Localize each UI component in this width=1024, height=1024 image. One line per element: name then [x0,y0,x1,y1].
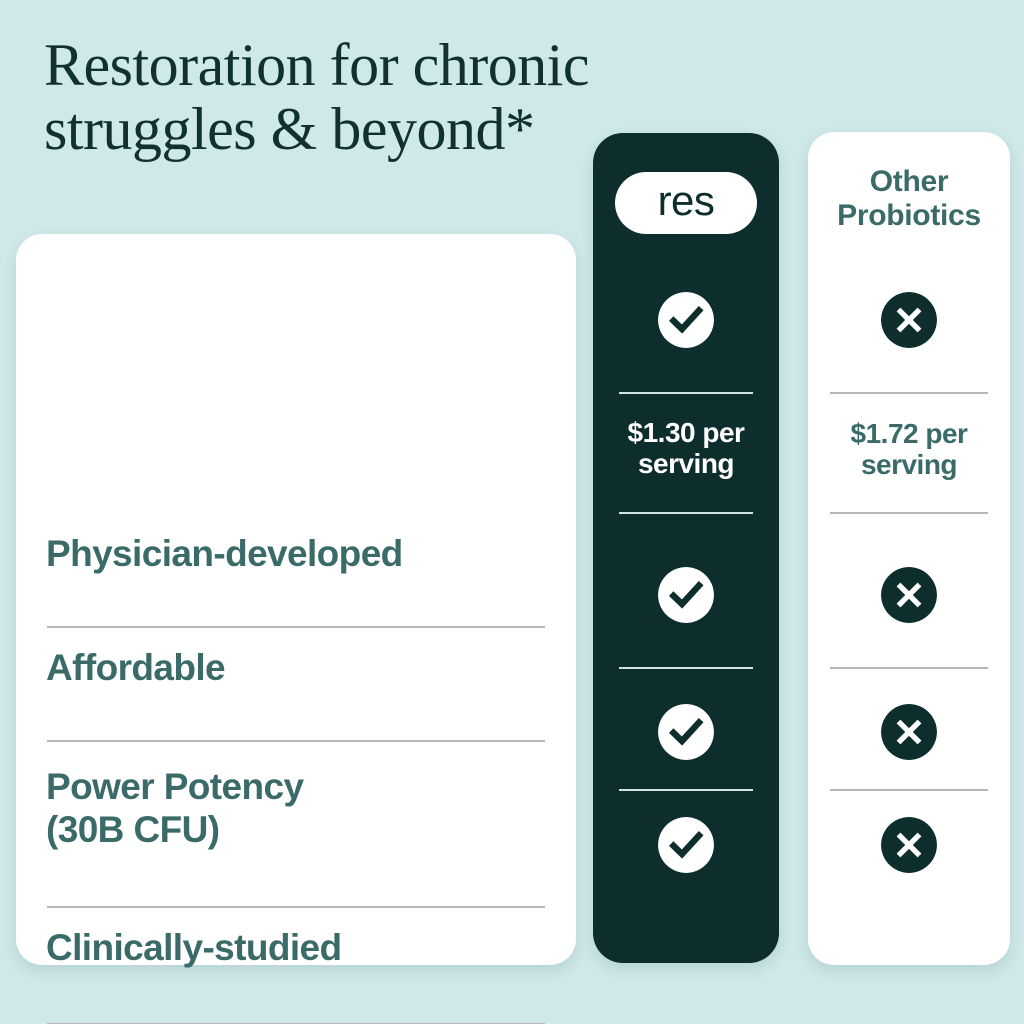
page-title: Restoration for chronic struggles & beyo… [44,32,590,162]
features-card: Physician-developed Affordable Power Pot… [16,234,576,1024]
other-cell-row-5 [808,817,1010,873]
other-cell-row-4 [808,704,1010,760]
res-logo-text: res [657,177,715,224]
res-divider [619,789,753,791]
other-cell-row-2: $1.72 per serving [808,415,1010,485]
x-circle-icon [881,704,937,760]
row-divider [47,626,545,628]
row-divider [47,740,545,742]
other-divider [830,789,988,791]
check-circle-icon [658,817,714,873]
check-circle-icon [658,704,714,760]
res-cell-row-3 [593,567,779,623]
feature-row: Physician-developed [46,526,546,582]
other-cell-row-1 [808,292,1010,348]
res-cell-row-5 [593,817,779,873]
other-probiotics-column: Other Probiotics $1.72 per serving [808,132,1010,965]
x-circle-icon [881,292,937,348]
feature-label: Affordable [46,646,226,688]
res-price: $1.30 per serving [627,417,745,479]
res-column: res $1.30 per serving [593,133,779,963]
check-circle-icon [658,292,714,348]
other-divider [830,392,988,394]
feature-row: Clinically-studied [46,920,546,976]
res-divider [619,392,753,394]
feature-row: Affordable [46,640,546,696]
other-price: $1.72 per serving [850,418,968,480]
res-divider [619,667,753,669]
feature-label: Clinically-studied [46,926,342,968]
other-divider [830,512,988,514]
res-logo: res [615,172,757,234]
x-circle-icon [881,817,937,873]
feature-label: Power Potency (30B CFU) [46,766,304,850]
check-circle-icon [658,567,714,623]
other-probiotics-header: Other Probiotics [837,165,981,233]
row-divider [47,906,545,908]
feature-row: Power Potency (30B CFU) [46,754,546,864]
res-cell-row-4 [593,704,779,760]
feature-list: Physician-developed Affordable Power Pot… [16,234,576,1024]
res-cell-row-1 [593,292,779,348]
other-cell-row-3 [808,567,1010,623]
feature-label: Physician-developed [46,532,403,574]
other-divider [830,667,988,669]
x-circle-icon [881,567,937,623]
res-cell-row-2: $1.30 per serving [593,414,779,484]
res-divider [619,512,753,514]
